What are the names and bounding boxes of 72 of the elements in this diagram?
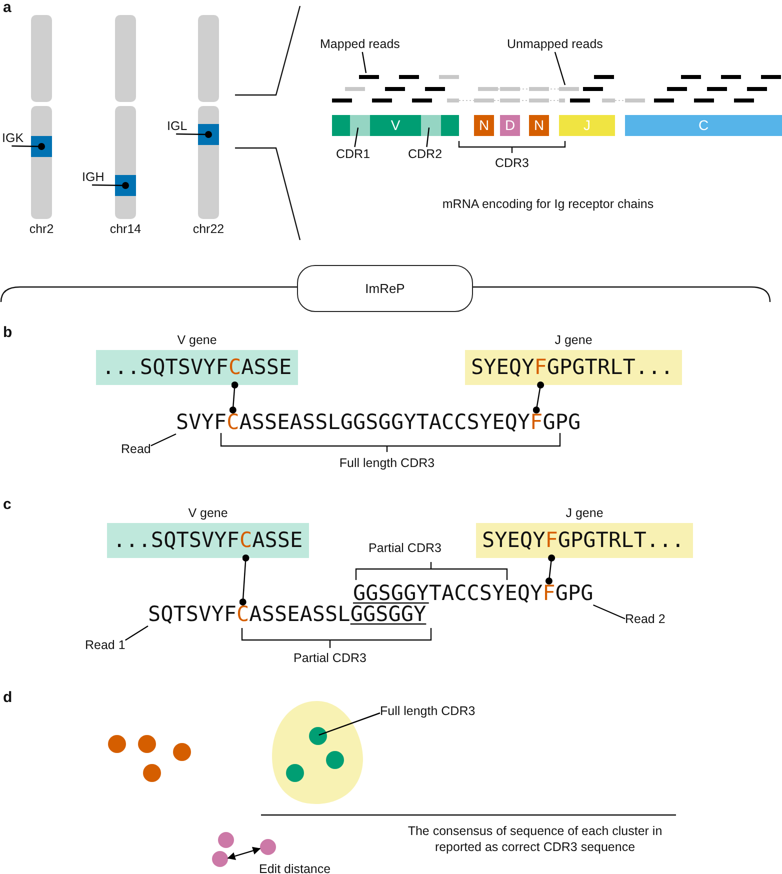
- leader-line: [354, 128, 359, 148]
- gene-heading: J gene: [566, 505, 604, 521]
- read-label: Read 2: [625, 612, 666, 627]
- segment-label: N: [534, 118, 544, 133]
- leader-line: [176, 131, 212, 138]
- leader-line: [125, 626, 148, 641]
- gene-segment: [474, 115, 494, 136]
- segment-label: N: [478, 118, 490, 133]
- panel-letter: c: [3, 497, 12, 512]
- leader-line: [554, 52, 566, 86]
- sequence-dot: [260, 839, 276, 855]
- leader-line: [318, 712, 380, 736]
- annotation-label: Partial CDR3: [294, 651, 366, 666]
- locus-label: IGL: [167, 119, 188, 134]
- callout-label: Unmapped reads: [507, 37, 603, 52]
- gene-locus-band: [31, 136, 52, 157]
- connector: [239, 554, 250, 606]
- chromosome-label: chr14: [110, 222, 142, 237]
- locus-label: IGK: [2, 131, 24, 146]
- read-sequence: GGSGGYTACCSYEQYFGPG: [353, 581, 594, 605]
- annotation-label: Full length CDR3: [339, 456, 435, 471]
- region-label: CDR1: [336, 147, 370, 162]
- connector: [532, 382, 544, 414]
- read-sequence: SQTSVYFCASSEASSLGGSGGY: [148, 602, 426, 626]
- gene-sequence-box: ...SQTSVYFCASSE: [96, 350, 298, 385]
- gene-locus-band: [198, 124, 219, 145]
- panel-letter: b: [3, 325, 12, 340]
- leader-line: [362, 52, 367, 74]
- segment-label: D: [504, 118, 516, 133]
- cdr-region: [350, 115, 370, 136]
- read-label: Read: [121, 442, 151, 457]
- gene-heading: V gene: [177, 332, 217, 348]
- process-box: ImReP: [297, 265, 473, 312]
- gene-heading: J gene: [554, 332, 592, 348]
- segment-label: C: [698, 118, 709, 133]
- read-label: Read 1: [85, 638, 126, 653]
- connector: [545, 554, 556, 584]
- sequence-dot: [212, 851, 228, 867]
- chromosome-label: chr22: [192, 222, 224, 237]
- leader-line: [593, 604, 626, 620]
- callout-label: Mapped reads: [320, 37, 400, 52]
- gene-segment: [625, 115, 782, 136]
- gene-segment: [529, 115, 549, 136]
- leader-line: [92, 182, 129, 189]
- gene-segment: [332, 115, 459, 136]
- read-sequence: SVYFCASSEASSLGGSGGYTACCSYEQYFGPG: [176, 410, 581, 434]
- panel-letter: d: [3, 690, 12, 705]
- locus-label: IGH: [82, 170, 104, 185]
- callout-label: Full length CDR3: [380, 704, 476, 719]
- gene-segment: [500, 115, 520, 136]
- gene-sequence-box: ...SQTSVYFCASSE: [107, 523, 309, 558]
- segment-label: V: [390, 118, 400, 133]
- region-label: CDR2: [408, 147, 442, 162]
- annotation-label: CDR3: [494, 156, 530, 171]
- gene-sequence-box: SYEQYFGPGTRLT...: [476, 523, 693, 558]
- chromosome-label: chr2: [29, 222, 54, 237]
- leader-line: [150, 433, 176, 446]
- note-text: The consensus of sequence of each cluster in reported as correct CDR3 sequence: [406, 823, 664, 855]
- cdr-region: [421, 115, 441, 136]
- segment-label: J: [584, 118, 590, 133]
- gene-heading: V gene: [188, 505, 228, 521]
- connector: [229, 382, 238, 414]
- gene-locus-band: [115, 175, 136, 196]
- panel-letter: a: [3, 0, 12, 15]
- double-arrow: [227, 846, 261, 860]
- gene-segment: [559, 115, 615, 136]
- annotation-label: Partial CDR3: [368, 541, 442, 556]
- leader-line: [426, 128, 430, 148]
- annotation-label: mRNA encoding for Ig receptor chains: [442, 197, 654, 212]
- edge-label: Edit distance: [259, 862, 331, 874]
- leader-line: [12, 143, 45, 150]
- gene-sequence-box: SYEQYFGPGTRLT...: [465, 350, 682, 385]
